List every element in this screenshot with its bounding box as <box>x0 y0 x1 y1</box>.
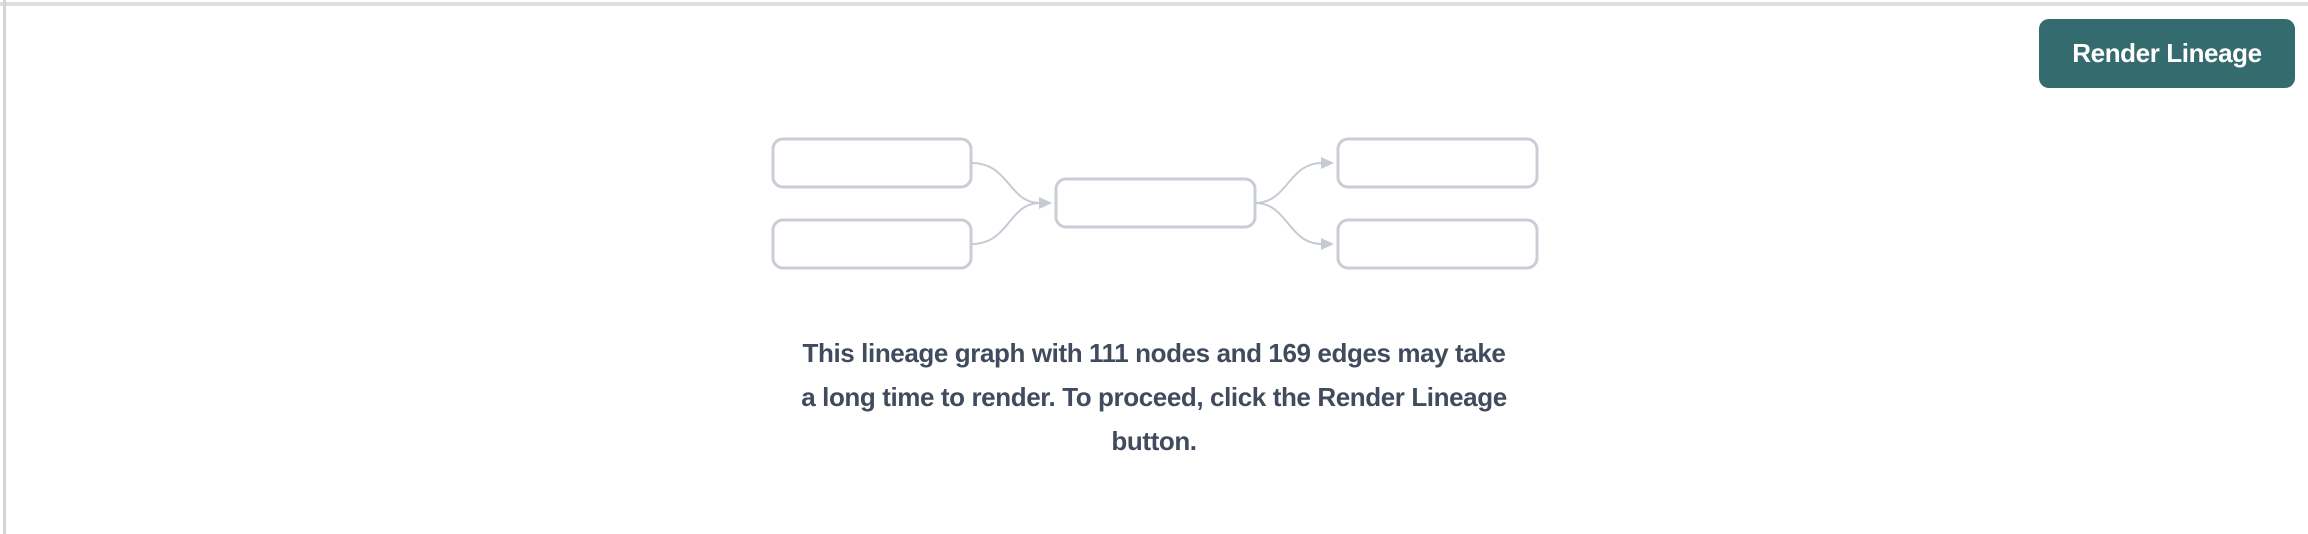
render-lineage-button[interactable]: Render Lineage <box>2039 19 2295 88</box>
lineage-warning-line-3: button. <box>1111 426 1197 456</box>
edge-downstream-top <box>1254 162 1323 204</box>
arrowhead-downstream-bottom-icon <box>1321 238 1334 250</box>
edge-upstream-top <box>970 162 1041 204</box>
placeholder-node-downstream-bottom <box>1336 218 1539 270</box>
lineage-warning-line-2: a long time to render. To proceed, click… <box>801 382 1507 412</box>
pane-left-divider <box>3 0 6 534</box>
edge-upstream-bottom <box>970 202 1041 245</box>
lineage-warning-line-1: This lineage graph with 111 nodes and 16… <box>802 338 1506 368</box>
placeholder-node-downstream-top <box>1336 137 1539 189</box>
lineage-warning-message: This lineage graph with 111 nodes and 16… <box>604 331 1704 463</box>
placeholder-node-upstream-top <box>771 137 973 189</box>
placeholder-node-upstream-bottom <box>771 218 973 270</box>
lineage-placeholder-graphic <box>770 136 1540 271</box>
edge-downstream-bottom <box>1254 202 1323 245</box>
lineage-placeholder-svg <box>771 137 1539 270</box>
arrowhead-into-center-icon <box>1039 197 1052 209</box>
pane-top-border <box>0 2 2308 6</box>
arrowhead-downstream-top-icon <box>1321 157 1334 169</box>
placeholder-node-center <box>1054 177 1257 229</box>
